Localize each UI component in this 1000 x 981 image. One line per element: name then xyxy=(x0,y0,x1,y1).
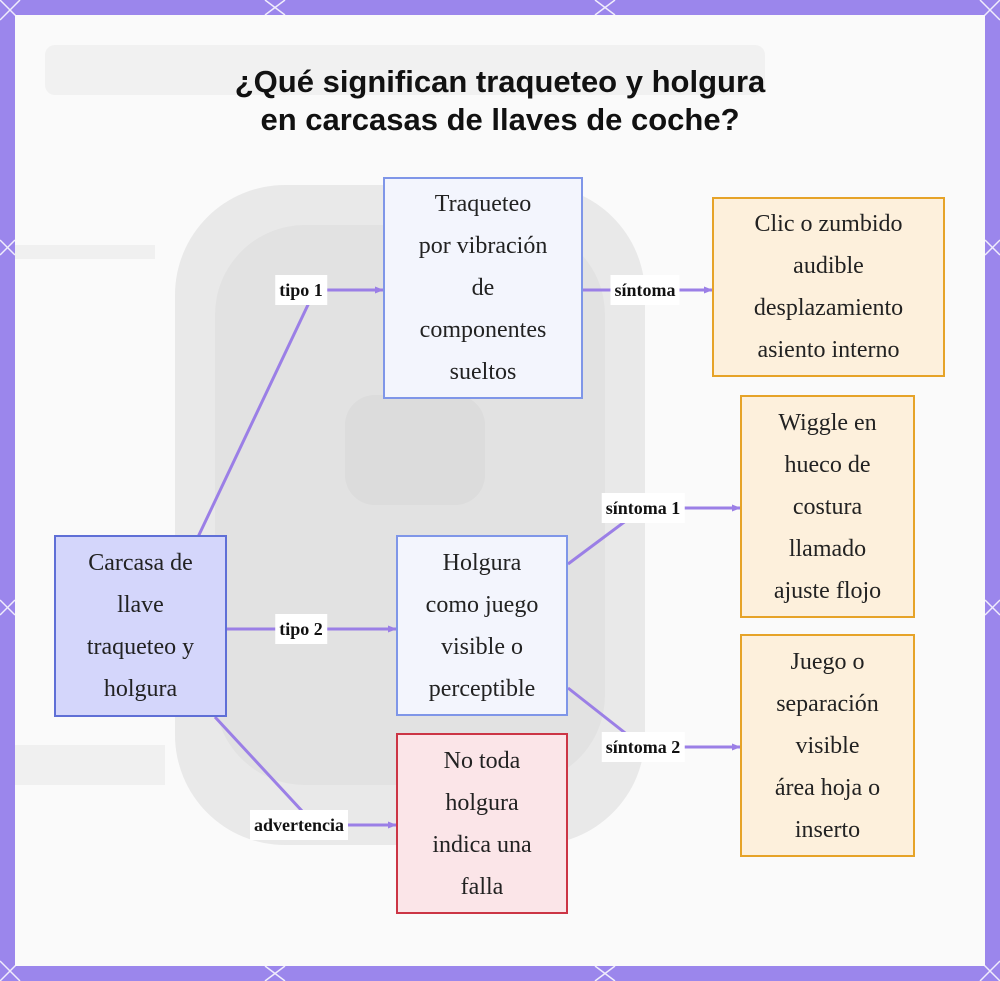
node-audible-click: Clic o zumbido audible desplazamiento as… xyxy=(712,197,945,377)
edge-root-to-vibration xyxy=(196,286,384,538)
diagram-title: ¿Qué significan traqueteo y holgura en c… xyxy=(15,63,985,139)
edge-label-symptom: síntoma xyxy=(610,275,680,305)
node-visible-gap: Juego o separación visible área hoja o i… xyxy=(740,634,915,857)
title-line-1: ¿Qué significan traqueteo y holgura xyxy=(234,64,766,99)
node-vibration-rattle: Traqueteo por vibración de componentes s… xyxy=(383,177,583,399)
edge-label-symptom-2: síntoma 2 xyxy=(601,732,685,762)
edge-root-to-warning xyxy=(213,715,397,829)
edge-label-warning: advertencia xyxy=(250,810,348,840)
edge-label-type-2: tipo 2 xyxy=(275,614,327,644)
diagram-panel: ¿Qué significan traqueteo y holgura en c… xyxy=(15,15,985,966)
node-looseness: Holgura como juego visible o perceptible xyxy=(396,535,568,716)
edge-label-symptom-1: síntoma 1 xyxy=(601,493,685,523)
title-line-2: en carcasas de llaves de coche? xyxy=(260,102,740,137)
node-seam-wiggle: Wiggle en hueco de costura llamado ajust… xyxy=(740,395,915,618)
node-root: Carcasa de llave traqueteo y holgura xyxy=(54,535,227,717)
edge-label-type-1: tipo 1 xyxy=(275,275,327,305)
node-warning: No toda holgura indica una falla xyxy=(396,733,568,914)
